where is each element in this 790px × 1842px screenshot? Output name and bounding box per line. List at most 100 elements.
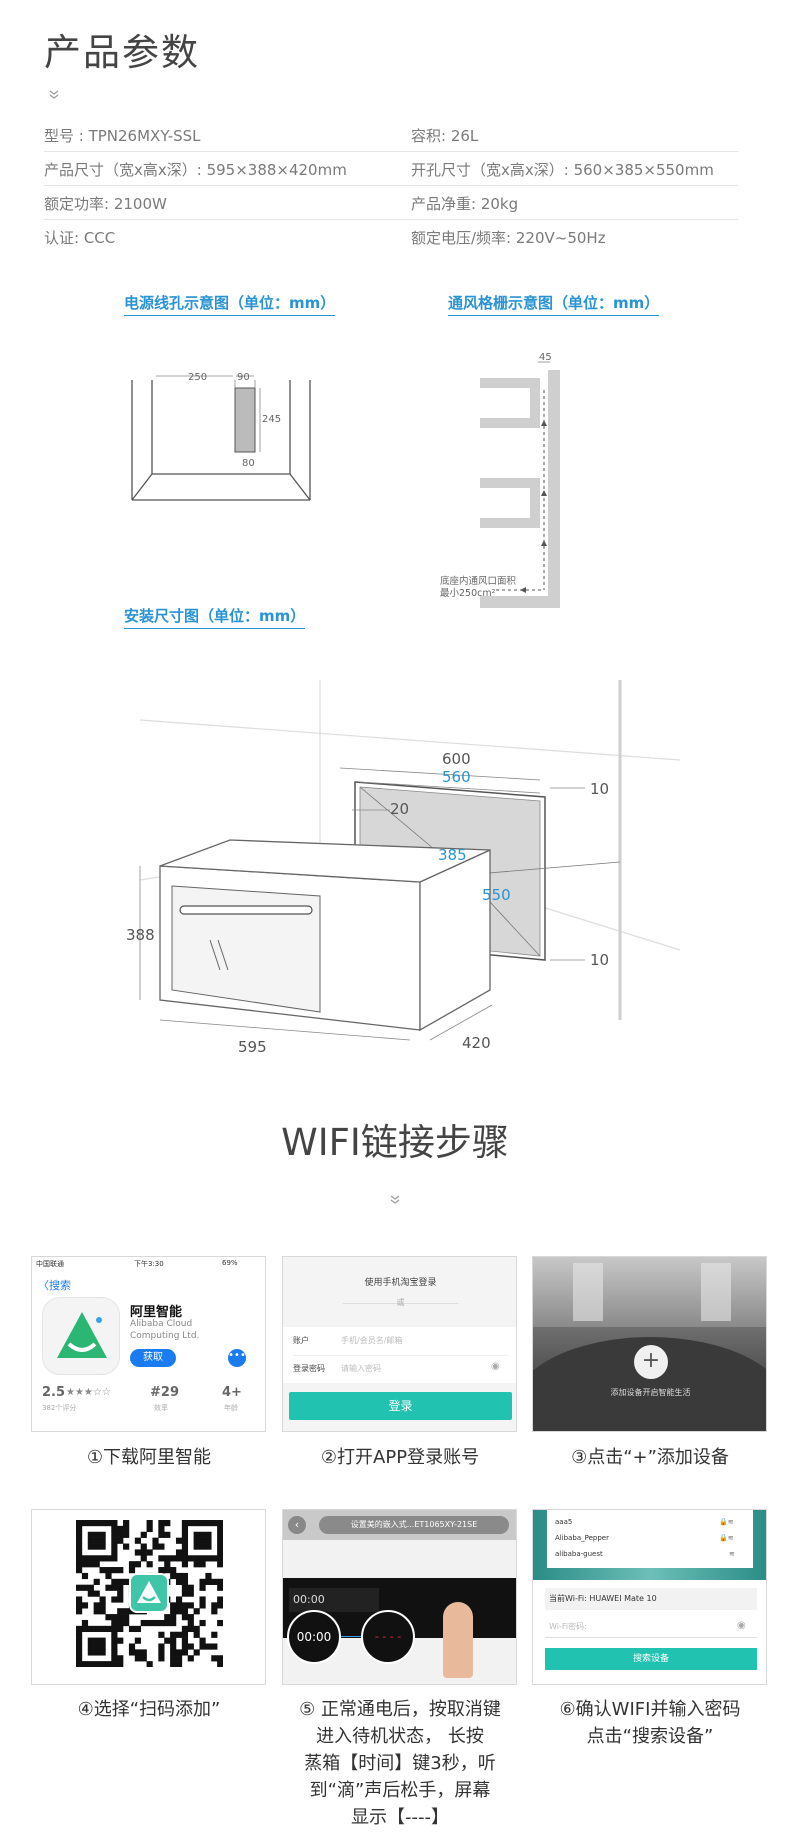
dim-595: 595 — [238, 1038, 267, 1056]
dim-560: 560 — [442, 768, 471, 786]
login-button[interactable]: 登录 — [289, 1392, 512, 1420]
rating-count: 382个评分 — [42, 1404, 77, 1412]
dim-600: 600 — [442, 750, 471, 768]
spec-product-size: 产品尺寸（宽x高x深）: 595×388×420mm — [44, 161, 347, 179]
dim-90: 90 — [237, 372, 250, 383]
password-input[interactable]: 请输入密码 — [341, 1364, 381, 1373]
wifi-network-item[interactable]: aaa5 — [555, 1518, 573, 1526]
step-5-caption-line: 到“滴”声后松手，屏幕 — [309, 1780, 491, 1801]
dim-388: 388 — [126, 926, 155, 944]
spec-row: 产品尺寸（宽x高x深）: 595×388×420mm 开孔尺寸（宽x高x深）: … — [44, 152, 738, 186]
step-5-caption-line: ⑤ 正常通电后，按取消键 — [299, 1699, 501, 1720]
login-heading: 使用手机淘宝登录 — [364, 1278, 437, 1288]
dim-420: 420 — [462, 1034, 491, 1052]
company-line1: Alibaba Cloud — [130, 1319, 193, 1329]
rank-value: #29 — [150, 1385, 179, 1400]
search-device-button[interactable]: 搜索设备 — [545, 1648, 757, 1670]
spec-certification: 认证: CCC — [44, 229, 116, 247]
step-3-caption: ③点击“+”添加设备 — [571, 1447, 729, 1468]
install-size-diagram: 600 560 20 10 385 550 10 388 595 420 — [126, 680, 680, 1056]
back-link[interactable]: 〈搜索 — [38, 1279, 71, 1292]
spec-capacity: 容积: 26L — [411, 127, 479, 145]
back-icon[interactable]: ‹ — [288, 1516, 306, 1534]
step-4-caption: ④选择“扫码添加” — [77, 1699, 221, 1720]
step-6-caption: ⑥确认WIFI并输入密码 点击“搜索设备” — [525, 1696, 775, 1750]
age-label: 年龄 — [224, 1404, 238, 1412]
spec-weight: 产品净重: 20kg — [411, 195, 519, 213]
dim-385: 385 — [438, 846, 467, 864]
eye-icon[interactable]: ◉ — [491, 1361, 500, 1372]
power-hole-diagram: 250 90 245 80 — [131, 372, 311, 501]
or-divider: 或 — [396, 1298, 405, 1307]
step-6-caption-line: 点击“搜索设备” — [586, 1726, 714, 1747]
step-2-caption: ②打开APP登录账号 — [320, 1447, 480, 1468]
get-button[interactable]: 获取 — [130, 1349, 176, 1367]
spec-row: 认证: CCC 额定电压/频率: 220V~50Hz — [44, 220, 738, 254]
app-name: 阿里智能 — [130, 1305, 183, 1320]
step-1-caption: ①下载阿里智能 — [86, 1447, 212, 1468]
power-hole-diagram-title: 电源线孔示意图（单位：mm） — [124, 292, 336, 316]
dim-10-bottom: 10 — [590, 951, 609, 969]
step-5-caption-line: 显示【----】 — [351, 1807, 449, 1828]
rating-value: 2.5 — [42, 1385, 66, 1400]
step-3-screenshot: + 添加设备开启智能生活 — [532, 1256, 767, 1432]
vent-grille-diagram: 45 底座内通风口面积 最小250cm² — [440, 352, 560, 608]
wifi-password-input[interactable]: Wi-Fi密码: — [545, 1616, 757, 1638]
wifi-network-item[interactable]: Alibaba_Pepper — [555, 1534, 609, 1542]
page-title: 产品参数 — [44, 31, 200, 74]
vent-note-line2: 最小250cm² — [440, 588, 496, 599]
step-6-screenshot: aaa5 Alibaba_Pepper alibaba-guest 🔒≋ 🔒≋ … — [532, 1509, 767, 1685]
dim-245: 245 — [262, 414, 281, 425]
step-5-caption-line: 进入待机状态， 长按 — [316, 1726, 484, 1747]
dim-10-top: 10 — [590, 780, 609, 798]
wifi-signal-icon: 🔒≋ — [719, 1534, 734, 1542]
age-value: 4+ — [222, 1385, 242, 1400]
step-2-screenshot: 使用手机淘宝登录 或 账户 手机/会员名/邮箱 登录密码 请输入密码 ◉ 登录 — [282, 1256, 517, 1432]
current-wifi: 当前Wi-Fi: HUAWEI Mate 10 — [545, 1588, 757, 1610]
spec-row: 额定功率: 2100W 产品净重: 20kg — [44, 186, 738, 220]
zoom-display-left: 00:00 — [287, 1610, 341, 1664]
company-line2: Computing Ltd. — [130, 1331, 200, 1341]
add-device-button[interactable]: + — [634, 1345, 668, 1379]
add-device-text: 添加设备开启智能生活 — [610, 1388, 691, 1397]
dim-250: 250 — [188, 372, 207, 383]
wifi-signal-icon: ≋ — [729, 1550, 735, 1558]
dim-20: 20 — [390, 800, 409, 818]
step-5-screenshot: ‹ 设置美的嵌入式...ET1065XY-21SE 00:00 00:00 - … — [282, 1509, 517, 1685]
dim-550: 550 — [482, 886, 511, 904]
spec-row: 型号 : TPN26MXY-SSL 容积: 26L — [44, 118, 738, 152]
step-5-caption: ⑤ 正常通电后，按取消键 进入待机状态， 长按 蒸箱【时间】键3秒，听 到“滴”… — [275, 1696, 525, 1831]
wifi-signal-icon: 🔒≋ — [719, 1518, 734, 1526]
password-label: 登录密码 — [293, 1364, 325, 1373]
rating-stars: ★★★☆☆ — [66, 1387, 111, 1398]
status-time: 下午3:30 — [134, 1260, 164, 1268]
vent-grille-diagram-title: 通风格栅示意图（单位：mm） — [448, 292, 660, 316]
zoom-display-right: - - - - — [361, 1610, 415, 1664]
wifi-section-title: WIFI链接步骤 — [281, 1121, 509, 1164]
chevron-down-icon — [44, 90, 64, 101]
qr-code — [76, 1520, 223, 1667]
vent-note-line1: 底座内通风口面积 — [440, 575, 517, 587]
eye-icon[interactable]: ◉ — [737, 1620, 746, 1631]
status-carrier: 中国联通 — [36, 1260, 64, 1268]
step-6-caption-line: ⑥确认WIFI并输入密码 — [559, 1699, 741, 1720]
dim-80: 80 — [242, 458, 255, 469]
spec-voltage: 额定电压/频率: 220V~50Hz — [411, 229, 606, 247]
wifi-network-item[interactable]: alibaba-guest — [555, 1550, 603, 1558]
step-1-screenshot: 中国联通 下午3:30 69% 〈搜索 阿里智能 Alibaba Cloud C… — [31, 1256, 266, 1432]
rank-label: 效率 — [154, 1404, 168, 1412]
step-4-screenshot — [31, 1509, 266, 1685]
status-battery: 69% — [222, 1259, 238, 1267]
spec-power: 额定功率: 2100W — [44, 195, 167, 213]
account-input[interactable]: 手机/会员名/邮箱 — [341, 1336, 403, 1345]
app-logo-icon — [129, 1573, 169, 1613]
spec-cutout-size: 开孔尺寸（宽x高x深）: 560×385×550mm — [411, 161, 714, 179]
app-icon — [42, 1297, 120, 1375]
hand-icon — [443, 1602, 473, 1678]
account-label: 账户 — [293, 1336, 309, 1345]
panel-display: 00:00 — [289, 1588, 379, 1612]
dim-45: 45 — [539, 352, 552, 363]
more-icon[interactable]: ••• — [228, 1349, 246, 1367]
chevron-down-icon — [385, 1195, 405, 1206]
install-size-diagram-title: 安装尺寸图（单位：mm） — [124, 605, 306, 629]
